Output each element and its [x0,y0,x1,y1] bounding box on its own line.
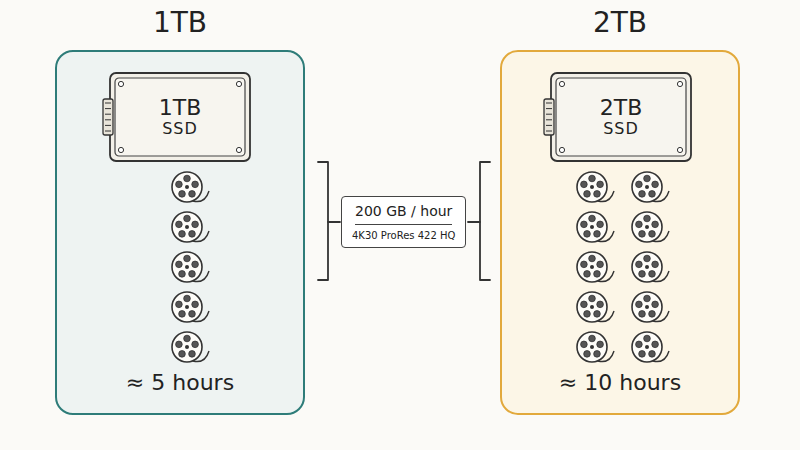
drive-panel: 2TBSSD2TB ≈ 10 hours [500,50,740,415]
bracket [318,162,328,280]
film-reel [632,252,669,282]
ssd-drive: 1TBSSD [109,72,251,162]
film-reel [172,332,209,362]
capacity-label: 2TB [600,95,643,120]
bracket [480,162,490,280]
duration-label: ≈ 10 hours [502,370,738,395]
film-reel [577,212,614,242]
drive-panel: 1TBSSD1TB ≈ 5 hours [55,50,305,415]
ssd-drive: 2TBSSD [550,72,692,162]
film-reel [577,332,614,362]
film-reel [632,292,669,322]
drive-type-label: SSD [162,120,198,138]
film-reel [632,212,669,242]
film-reel [172,252,209,282]
bracket-stub [328,221,340,223]
film-reel [577,172,614,202]
film-reel [577,292,614,322]
drive-type-label: SSD [603,120,639,138]
bracket-stub [468,221,480,223]
video-format: 4K30 ProRes 422 HQ [352,230,455,241]
film-reel [172,172,209,202]
film-reel [172,292,209,322]
capacity-label: 1TB [159,95,202,120]
film-reel [172,212,209,242]
capacity-heading: 2TB [502,6,738,39]
film-reel [577,252,614,282]
duration-label: ≈ 5 hours [57,370,303,395]
data-rate: 200 GB / hour [355,203,452,225]
film-reel [632,172,669,202]
film-reel [632,332,669,362]
rate-box: 200 GB / hour 4K30 ProRes 422 HQ [341,196,466,248]
capacity-heading: 1TB [57,6,303,39]
